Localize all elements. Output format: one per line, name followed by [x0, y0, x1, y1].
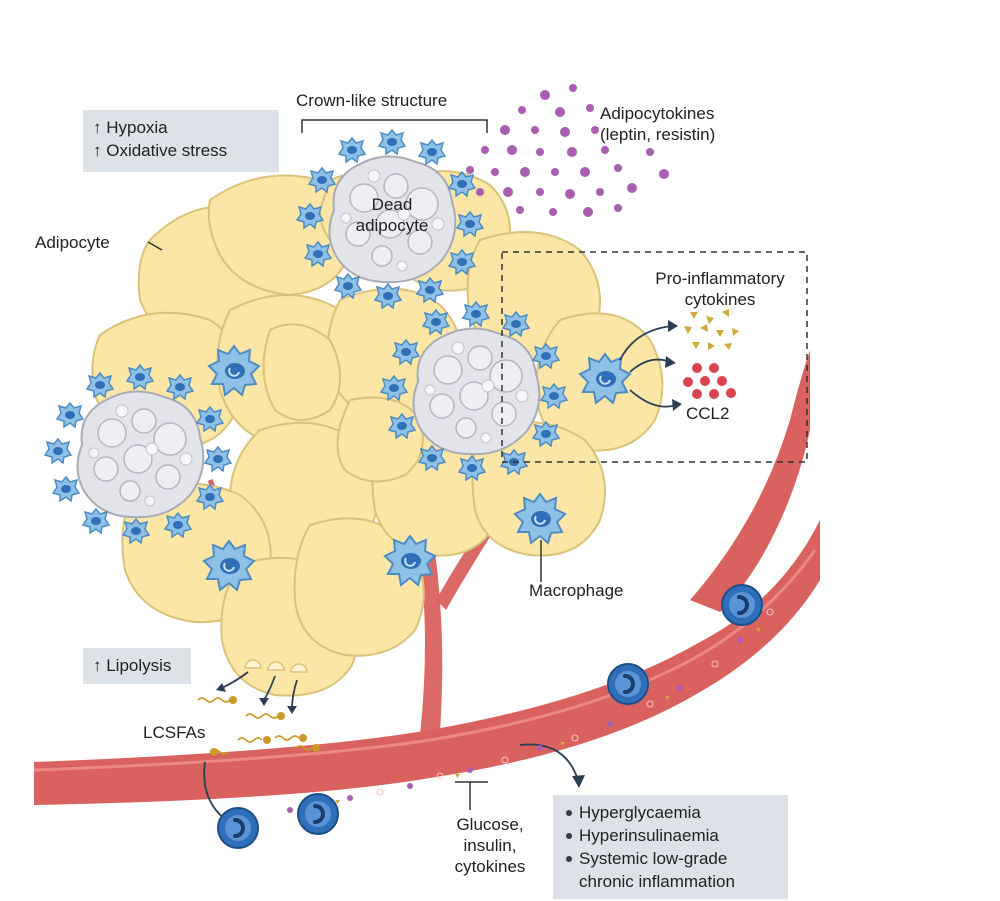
ccl2-dots [683, 363, 736, 399]
lcsfas-label: LCSFAs [143, 723, 206, 742]
outcome-systemic-inflammation: Systemic low-grade [563, 847, 778, 870]
adipocytokines-line2: (leptin, resistin) [600, 125, 716, 144]
glucose-bracket [455, 781, 488, 810]
macrophage-label: Macrophage [529, 581, 624, 600]
cytokine-arrow-up [619, 325, 673, 361]
adipocytokine-dots [466, 84, 669, 217]
adipocytokines-label: Adipocytokines (leptin, resistin) [600, 103, 715, 145]
outcome-chronic-inflammation: chronic inflammation [579, 872, 735, 891]
ccl2-label: CCL2 [686, 404, 730, 423]
ccl2-arrow [629, 389, 677, 408]
pro-inflammatory-line1: Pro-inflammatory [655, 269, 785, 288]
lipolysis-droplets [244, 659, 308, 673]
outcome-hyperinsulinaemia: Hyperinsulinaemia [563, 824, 778, 847]
crown-like-structure-label: Crown-like structure [296, 91, 448, 110]
cytokine-triangles [684, 309, 739, 350]
outcome-hyperglycaemia: Hyperglycaemia [563, 801, 778, 824]
crown-bracket [301, 119, 488, 133]
adipocytokines-line1: Adipocytokines [600, 104, 715, 123]
adipocyte-leader [147, 241, 163, 251]
lipolysis-label: ↑ Lipolysis [93, 656, 172, 675]
oxidative-stress-label: ↑ Oxidative stress [93, 141, 228, 160]
outcomes-list: Hyperglycaemia Hyperinsulinaemia Systemi… [563, 801, 778, 893]
adipocyte-label: Adipocyte [35, 233, 110, 252]
glucose-line3: cytokines [454, 857, 526, 876]
glucose-insulin-cytokines-label: Glucose, insulin, cytokines [440, 814, 540, 877]
glucose-line2: insulin, [463, 836, 517, 855]
dead-adipocyte-line2: adipocyte [355, 216, 429, 235]
outcome-arrow [519, 743, 579, 781]
pro-inflammatory-line2: cytokines [684, 290, 756, 309]
zoom-dashed-box [501, 251, 808, 463]
lcsfa-molecules [197, 697, 313, 755]
hypoxia-label: ↑ Hypoxia [93, 118, 168, 137]
hypoxia-box: ↑ Hypoxia ↑ Oxidative stress [83, 110, 279, 172]
dead-adipocyte-label: Dead adipocyte [352, 194, 432, 236]
pro-inflammatory-label: Pro-inflammatory cytokines [640, 268, 800, 310]
lipolysis-box: ↑ Lipolysis [83, 648, 191, 684]
outcomes-box: Hyperglycaemia Hyperinsulinaemia Systemi… [553, 795, 788, 899]
blood-vessel-label: Blood vessel [44, 826, 135, 843]
vessel-particles [287, 608, 774, 813]
glucose-line1: Glucose, [456, 815, 524, 834]
dead-adipocyte-line1: Dead [371, 195, 413, 214]
